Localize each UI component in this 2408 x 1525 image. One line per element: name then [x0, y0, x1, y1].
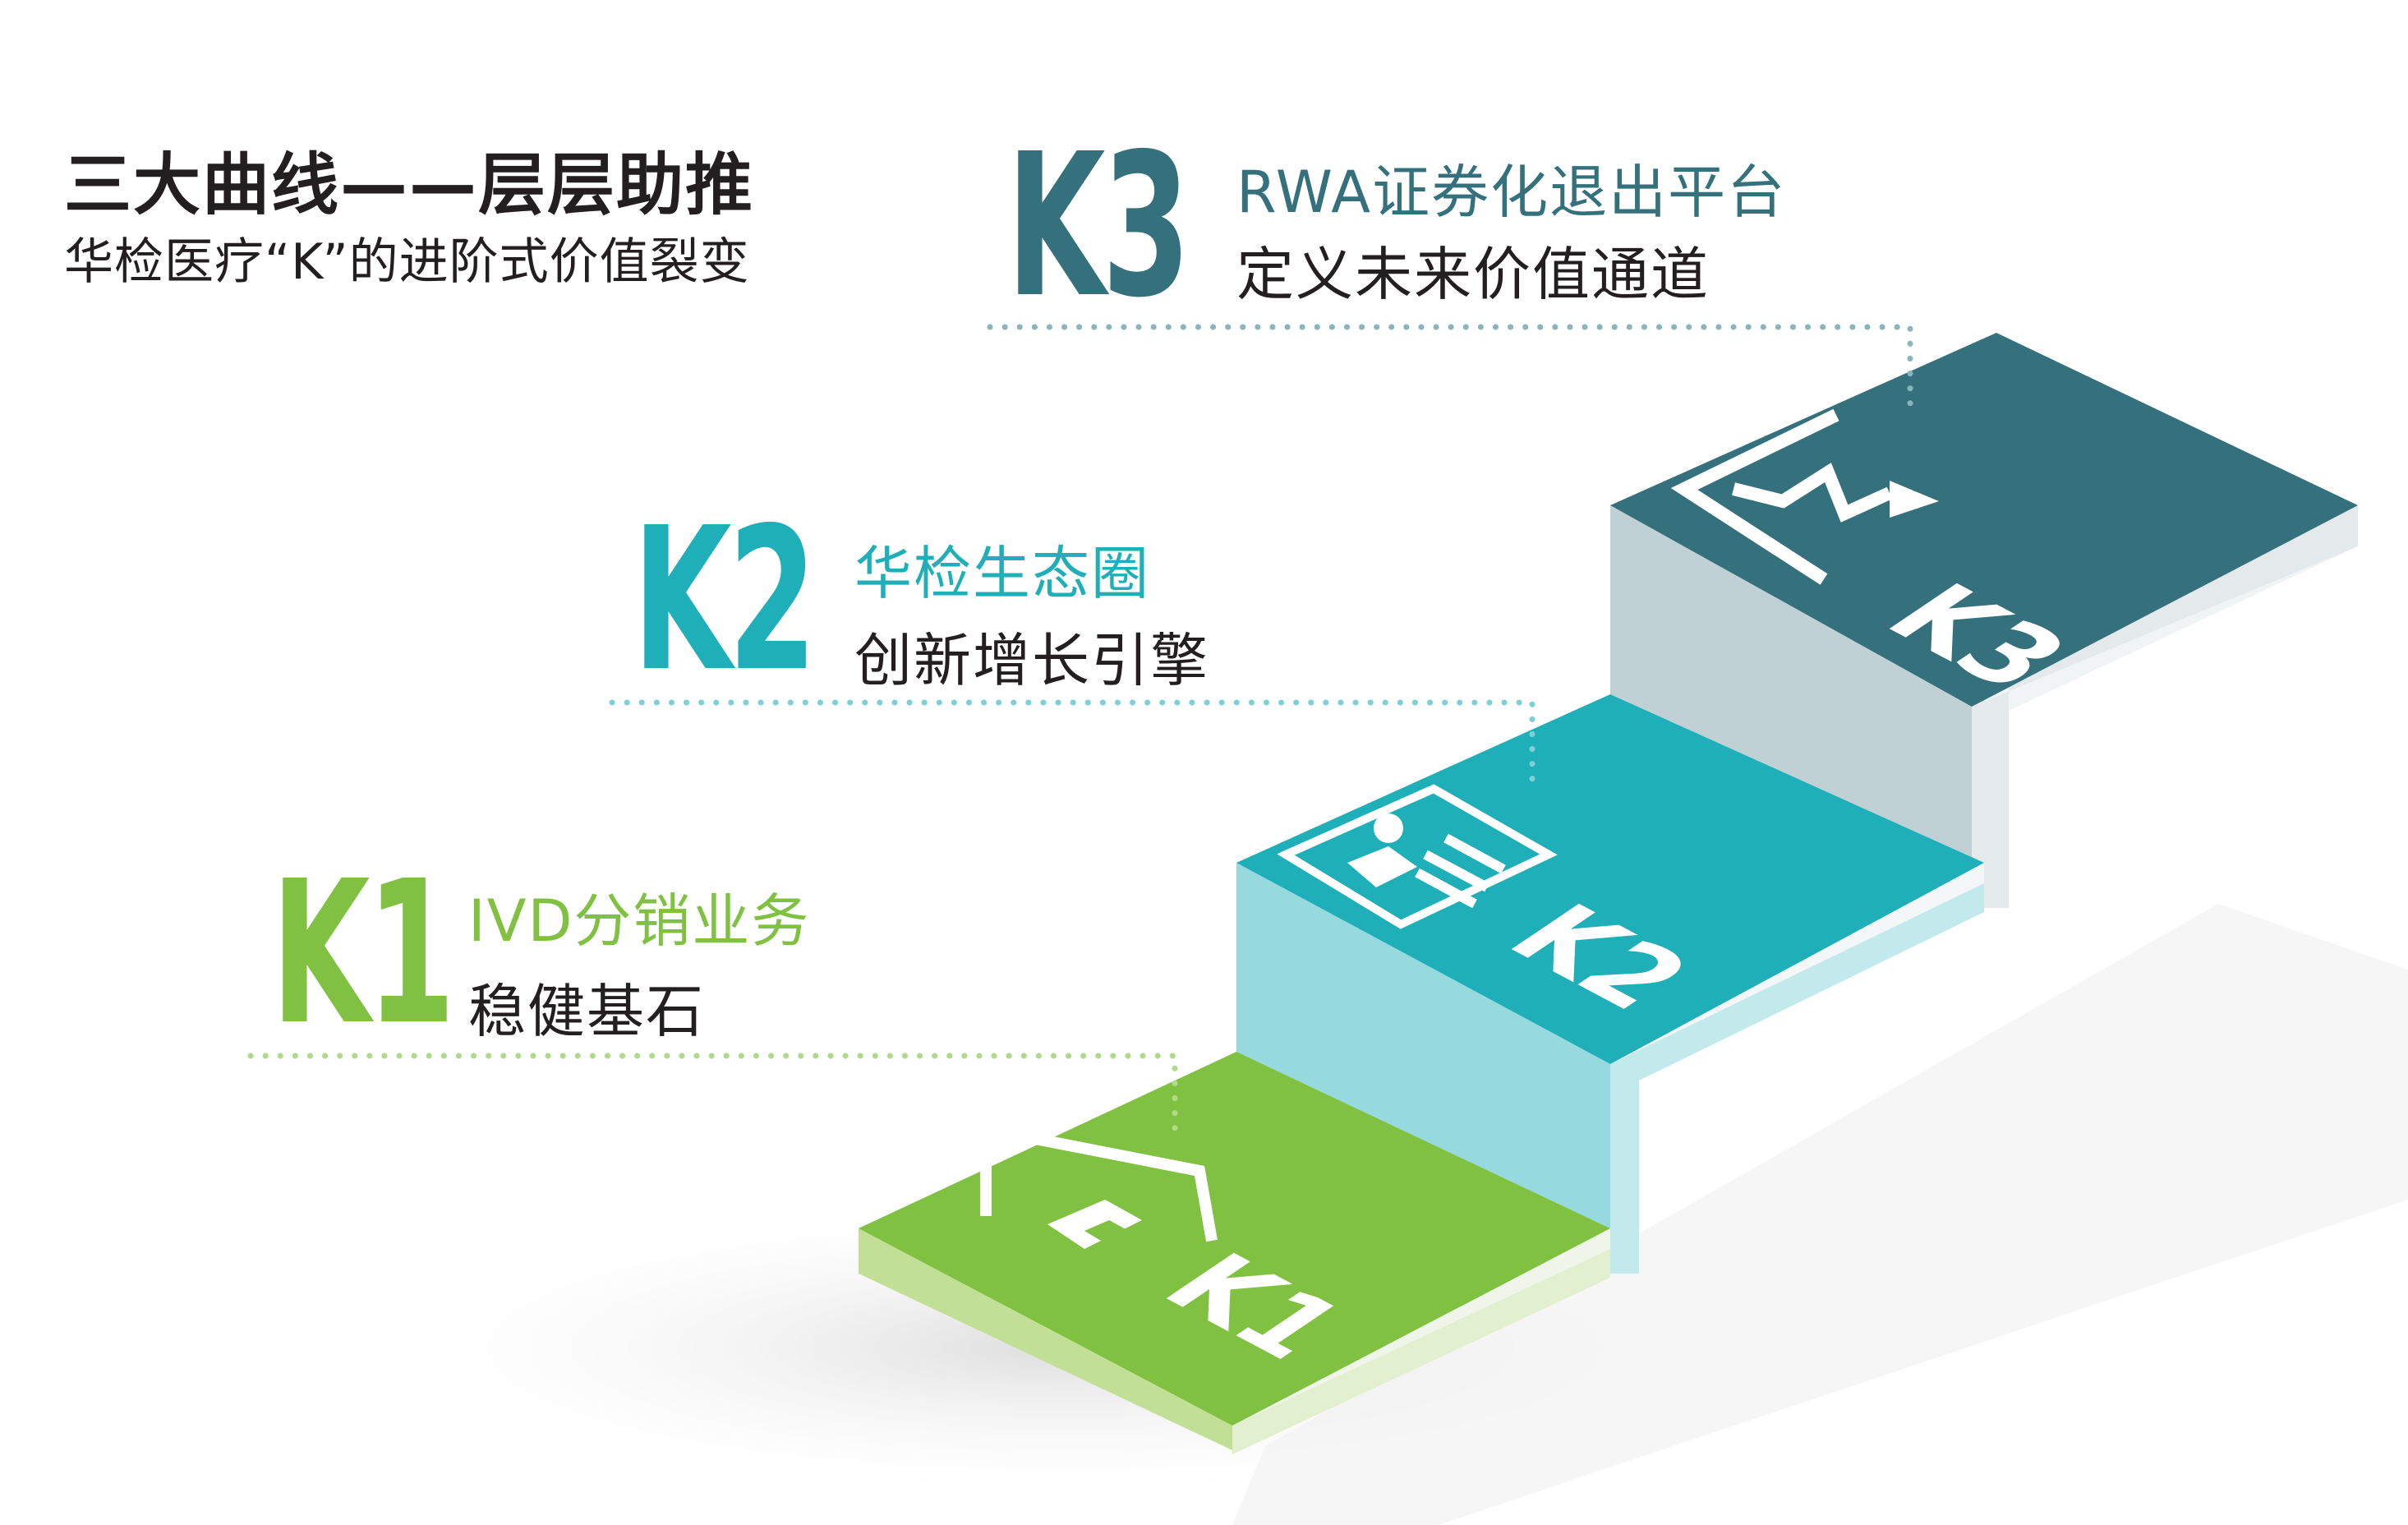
leader-line-k2 — [609, 699, 1536, 796]
step-k3-top — [1610, 333, 2358, 707]
tier-k3-desc: 定义未来价值通道 — [1236, 241, 1710, 308]
step-k2-top — [1236, 694, 1984, 1064]
leader-line-k3 — [987, 324, 1913, 418]
leader-line-k1 — [247, 1053, 1178, 1141]
step-k2-side-face — [1610, 883, 1984, 1274]
growth-chart-icon — [1670, 408, 1939, 585]
tier-k1-title: IVD分销业务 — [468, 887, 811, 955]
tier-k3-badge: K3 — [1006, 111, 1190, 341]
tier-k2-desc: 创新增长引擎 — [854, 627, 1209, 694]
stair-shadow — [1232, 904, 2408, 1525]
house-icon — [980, 1131, 1218, 1249]
tier-k2-badge: K2 — [633, 485, 817, 715]
tier-k2-title: 华检生态圈 — [854, 540, 1150, 607]
tier-k1-badge: K1 — [271, 838, 455, 1068]
step-k1-front-face — [859, 1228, 1232, 1450]
id-card-icon — [1277, 784, 1558, 929]
page-title: 三大曲线——层层助推 — [64, 146, 755, 224]
page-subtitle: 华检医疗“K”的进阶式价值裂变 — [64, 233, 750, 291]
tier-k1-desc: 稳健基石 — [468, 978, 705, 1045]
step-k3-side-face — [1972, 505, 2358, 908]
step-k1: K1 — [859, 1052, 1610, 1454]
step-k3: K3 — [1610, 333, 2358, 908]
step-k1-side-face — [1232, 1249, 1610, 1454]
tier-k3-title: RWA证券化退出平台 — [1236, 159, 1787, 226]
